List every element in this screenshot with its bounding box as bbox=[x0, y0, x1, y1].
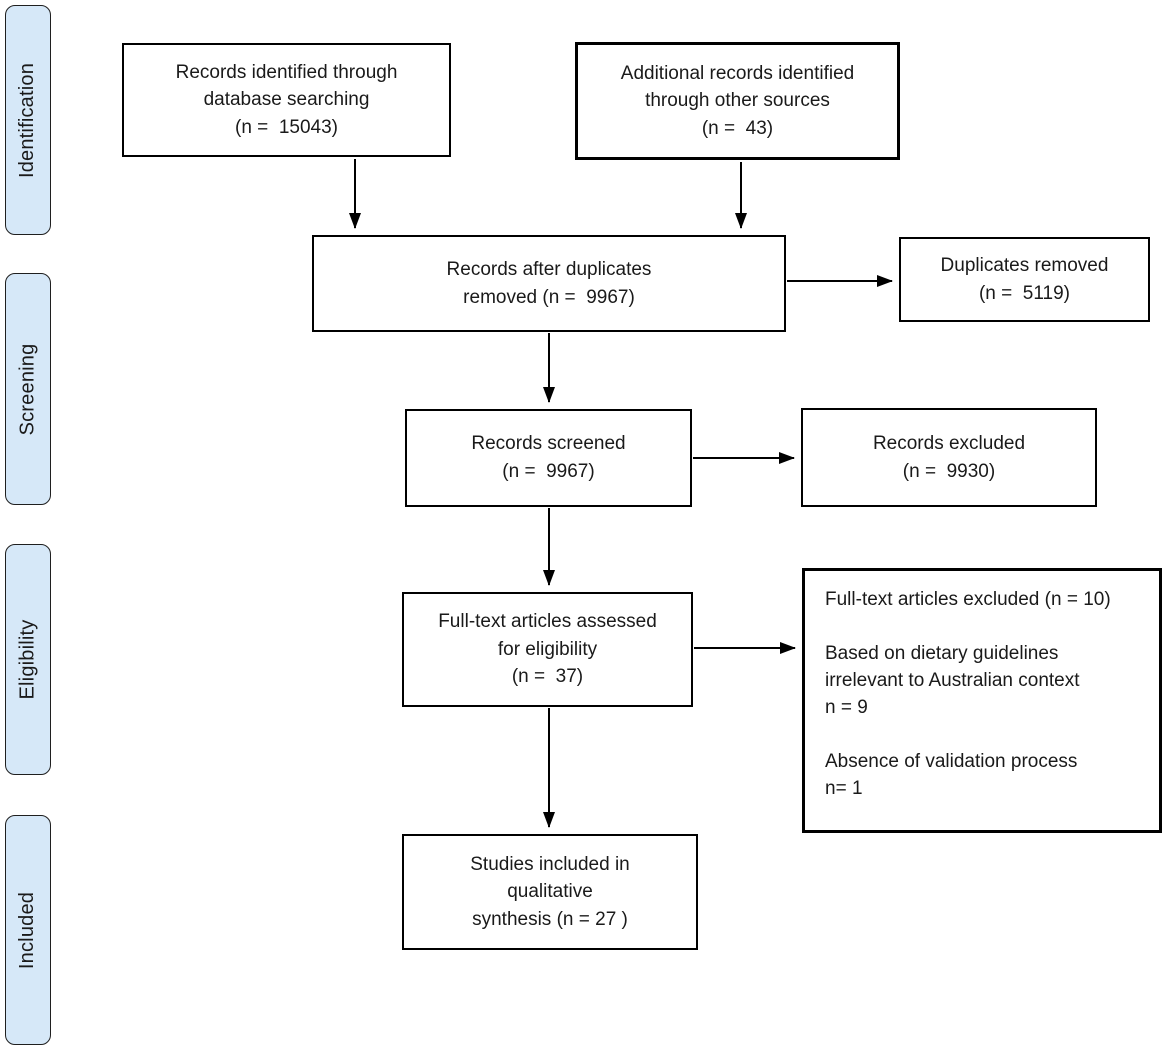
stage-screening-label: Screening bbox=[16, 343, 39, 435]
stage-identification: Identification bbox=[5, 5, 51, 235]
box-records-excluded-text: Records excluded (n = 9930) bbox=[872, 432, 1026, 482]
box-records-after-duplicates-removed: Records after duplicates removed (n = 99… bbox=[312, 235, 786, 332]
stage-screening: Screening bbox=[5, 273, 51, 505]
box-records-identified-database: Records identified through database sear… bbox=[122, 43, 451, 157]
box-studies-included: Studies included in qualitative synthesi… bbox=[402, 834, 698, 950]
stage-eligibility-label: Eligibility bbox=[16, 619, 39, 700]
stage-identification-label: Identification bbox=[16, 62, 39, 178]
box-duplicates-removed: Duplicates removed (n = 5119) bbox=[899, 237, 1150, 322]
stage-eligibility: Eligibility bbox=[5, 544, 51, 775]
box-additional-records-other-sources-text: Additional records identified through ot… bbox=[620, 62, 855, 139]
box-fulltext-excluded-text: Full-text articles excluded (n = 10) Bas… bbox=[825, 589, 1111, 799]
box-duplicates-removed-text: Duplicates removed (n = 5119) bbox=[940, 254, 1109, 304]
box-fulltext-assessed-text: Full-text articles assessed for eligibil… bbox=[438, 611, 657, 688]
box-fulltext-excluded: Full-text articles excluded (n = 10) Bas… bbox=[802, 568, 1162, 833]
box-studies-included-text: Studies included in qualitative synthesi… bbox=[470, 853, 630, 930]
box-records-excluded: Records excluded (n = 9930) bbox=[801, 408, 1097, 507]
box-records-identified-database-text: Records identified through database sear… bbox=[175, 61, 398, 138]
box-records-screened: Records screened (n = 9967) bbox=[405, 409, 692, 507]
stage-included: Included bbox=[5, 815, 51, 1045]
box-records-after-duplicates-removed-text: Records after duplicates removed (n = 99… bbox=[446, 258, 652, 308]
box-records-screened-text: Records screened (n = 9967) bbox=[471, 433, 626, 482]
stage-included-label: Included bbox=[16, 891, 39, 969]
box-fulltext-assessed: Full-text articles assessed for eligibil… bbox=[402, 592, 693, 707]
box-additional-records-other-sources: Additional records identified through ot… bbox=[575, 42, 900, 160]
